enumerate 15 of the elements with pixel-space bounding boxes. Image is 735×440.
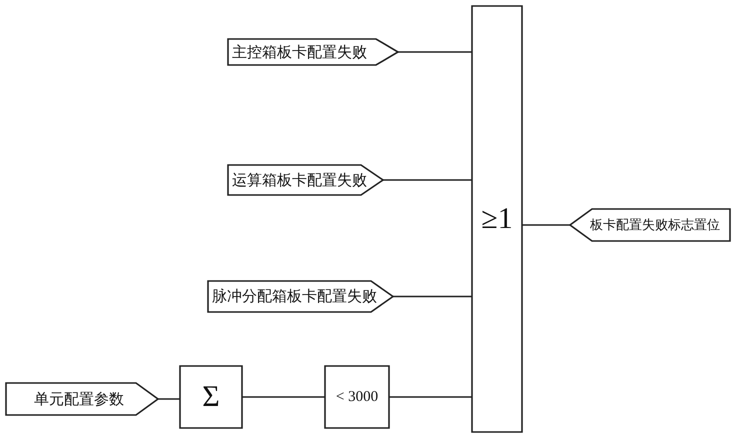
- signal-tag: 运算箱板卡配置失败: [228, 165, 383, 195]
- connector-line: [242, 396, 325, 398]
- connector-line: [389, 396, 472, 398]
- signal-tag: 主控箱板卡配置失败: [228, 39, 398, 65]
- function-box: < 3000: [325, 366, 389, 428]
- connector-line: [158, 398, 180, 400]
- connector-line: [398, 51, 472, 53]
- function-box: Σ: [180, 366, 242, 428]
- or-gate-box: ≥1: [472, 6, 522, 432]
- signal-tag: 脉冲分配箱板卡配置失败: [208, 281, 393, 312]
- connector-line: [522, 224, 570, 226]
- signal-tag: 单元配置参数: [6, 383, 158, 415]
- connector-line: [383, 179, 472, 181]
- signal-tag: 板卡配置失败标志置位: [570, 209, 730, 241]
- connector-line: [393, 296, 472, 298]
